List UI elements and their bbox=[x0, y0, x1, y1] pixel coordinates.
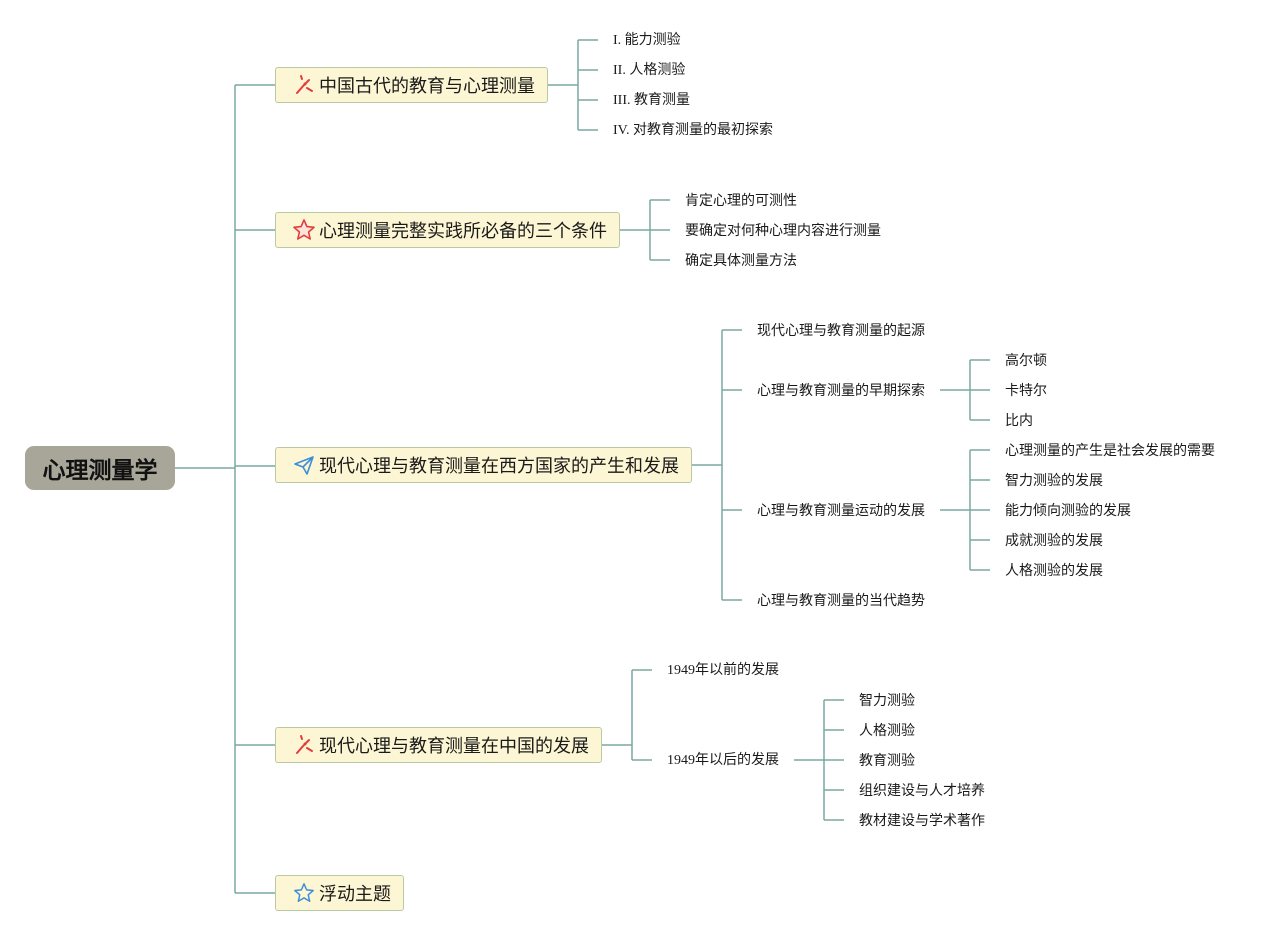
list-item[interactable]: 能力倾向测验的发展 bbox=[1005, 503, 1131, 519]
list-item[interactable]: 心理与教育测量运动的发展 bbox=[757, 503, 925, 519]
topic-label: 浮动主题 bbox=[319, 884, 391, 905]
list-item[interactable]: 1949年以后的发展 bbox=[667, 753, 779, 768]
list-item[interactable]: 现代心理与教育测量的起源 bbox=[757, 323, 925, 339]
list-item[interactable]: 智力测验的发展 bbox=[1005, 473, 1103, 489]
list-item[interactable]: 教材建设与学术著作 bbox=[859, 813, 985, 829]
list-item[interactable]: 智力测验 bbox=[859, 693, 915, 709]
list-item[interactable]: II. 人格测验 bbox=[613, 63, 686, 78]
list-item[interactable]: 心理测量的产生是社会发展的需要 bbox=[1005, 443, 1215, 459]
list-item[interactable]: 要确定对何种心理内容进行测量 bbox=[685, 223, 881, 239]
list-item[interactable]: 心理与教育测量的当代趋势 bbox=[757, 593, 925, 609]
list-item[interactable]: 确定具体测量方法 bbox=[685, 253, 797, 269]
fireworks-icon bbox=[292, 73, 316, 97]
list-item[interactable]: 人格测验 bbox=[859, 723, 915, 739]
topic-label: 现代心理与教育测量在西方国家的产生和发展 bbox=[319, 456, 679, 477]
star-outline-icon bbox=[292, 881, 316, 905]
topic-western-development[interactable]: 现代心理与教育测量在西方国家的产生和发展 bbox=[275, 447, 692, 483]
list-item[interactable]: 教育测验 bbox=[859, 753, 915, 769]
topic-label: 心理测量完整实践所必备的三个条件 bbox=[319, 221, 607, 242]
list-item[interactable]: 成就测验的发展 bbox=[1005, 533, 1103, 549]
list-item[interactable]: 比内 bbox=[1005, 413, 1033, 429]
list-item[interactable]: 1949年以前的发展 bbox=[667, 663, 779, 678]
list-item[interactable]: I. 能力测验 bbox=[613, 33, 681, 48]
root-topic[interactable]: 心理测量学 bbox=[25, 446, 175, 490]
topic-label: 中国古代的教育与心理测量 bbox=[319, 76, 535, 97]
list-item[interactable]: 卡特尔 bbox=[1005, 383, 1047, 399]
root-label: 心理测量学 bbox=[42, 458, 158, 484]
list-item[interactable]: 肯定心理的可测性 bbox=[685, 193, 797, 209]
paper-plane-icon bbox=[292, 453, 316, 477]
topic-floating[interactable]: 浮动主题 bbox=[275, 875, 404, 911]
list-item[interactable]: 组织建设与人才培养 bbox=[859, 783, 985, 799]
list-item[interactable]: 心理与教育测量的早期探索 bbox=[757, 383, 925, 399]
star-icon bbox=[292, 218, 316, 242]
list-item[interactable]: 高尔顿 bbox=[1005, 353, 1047, 369]
topic-three-conditions[interactable]: 心理测量完整实践所必备的三个条件 bbox=[275, 212, 620, 248]
fireworks-icon bbox=[292, 733, 316, 757]
list-item[interactable]: III. 教育测量 bbox=[613, 93, 690, 108]
topic-ancient-china[interactable]: 中国古代的教育与心理测量 bbox=[275, 67, 548, 103]
list-item[interactable]: 人格测验的发展 bbox=[1005, 563, 1103, 579]
list-item[interactable]: IV. 对教育测量的最初探索 bbox=[613, 123, 773, 138]
topic-china-development[interactable]: 现代心理与教育测量在中国的发展 bbox=[275, 727, 602, 763]
topic-label: 现代心理与教育测量在中国的发展 bbox=[319, 736, 589, 757]
